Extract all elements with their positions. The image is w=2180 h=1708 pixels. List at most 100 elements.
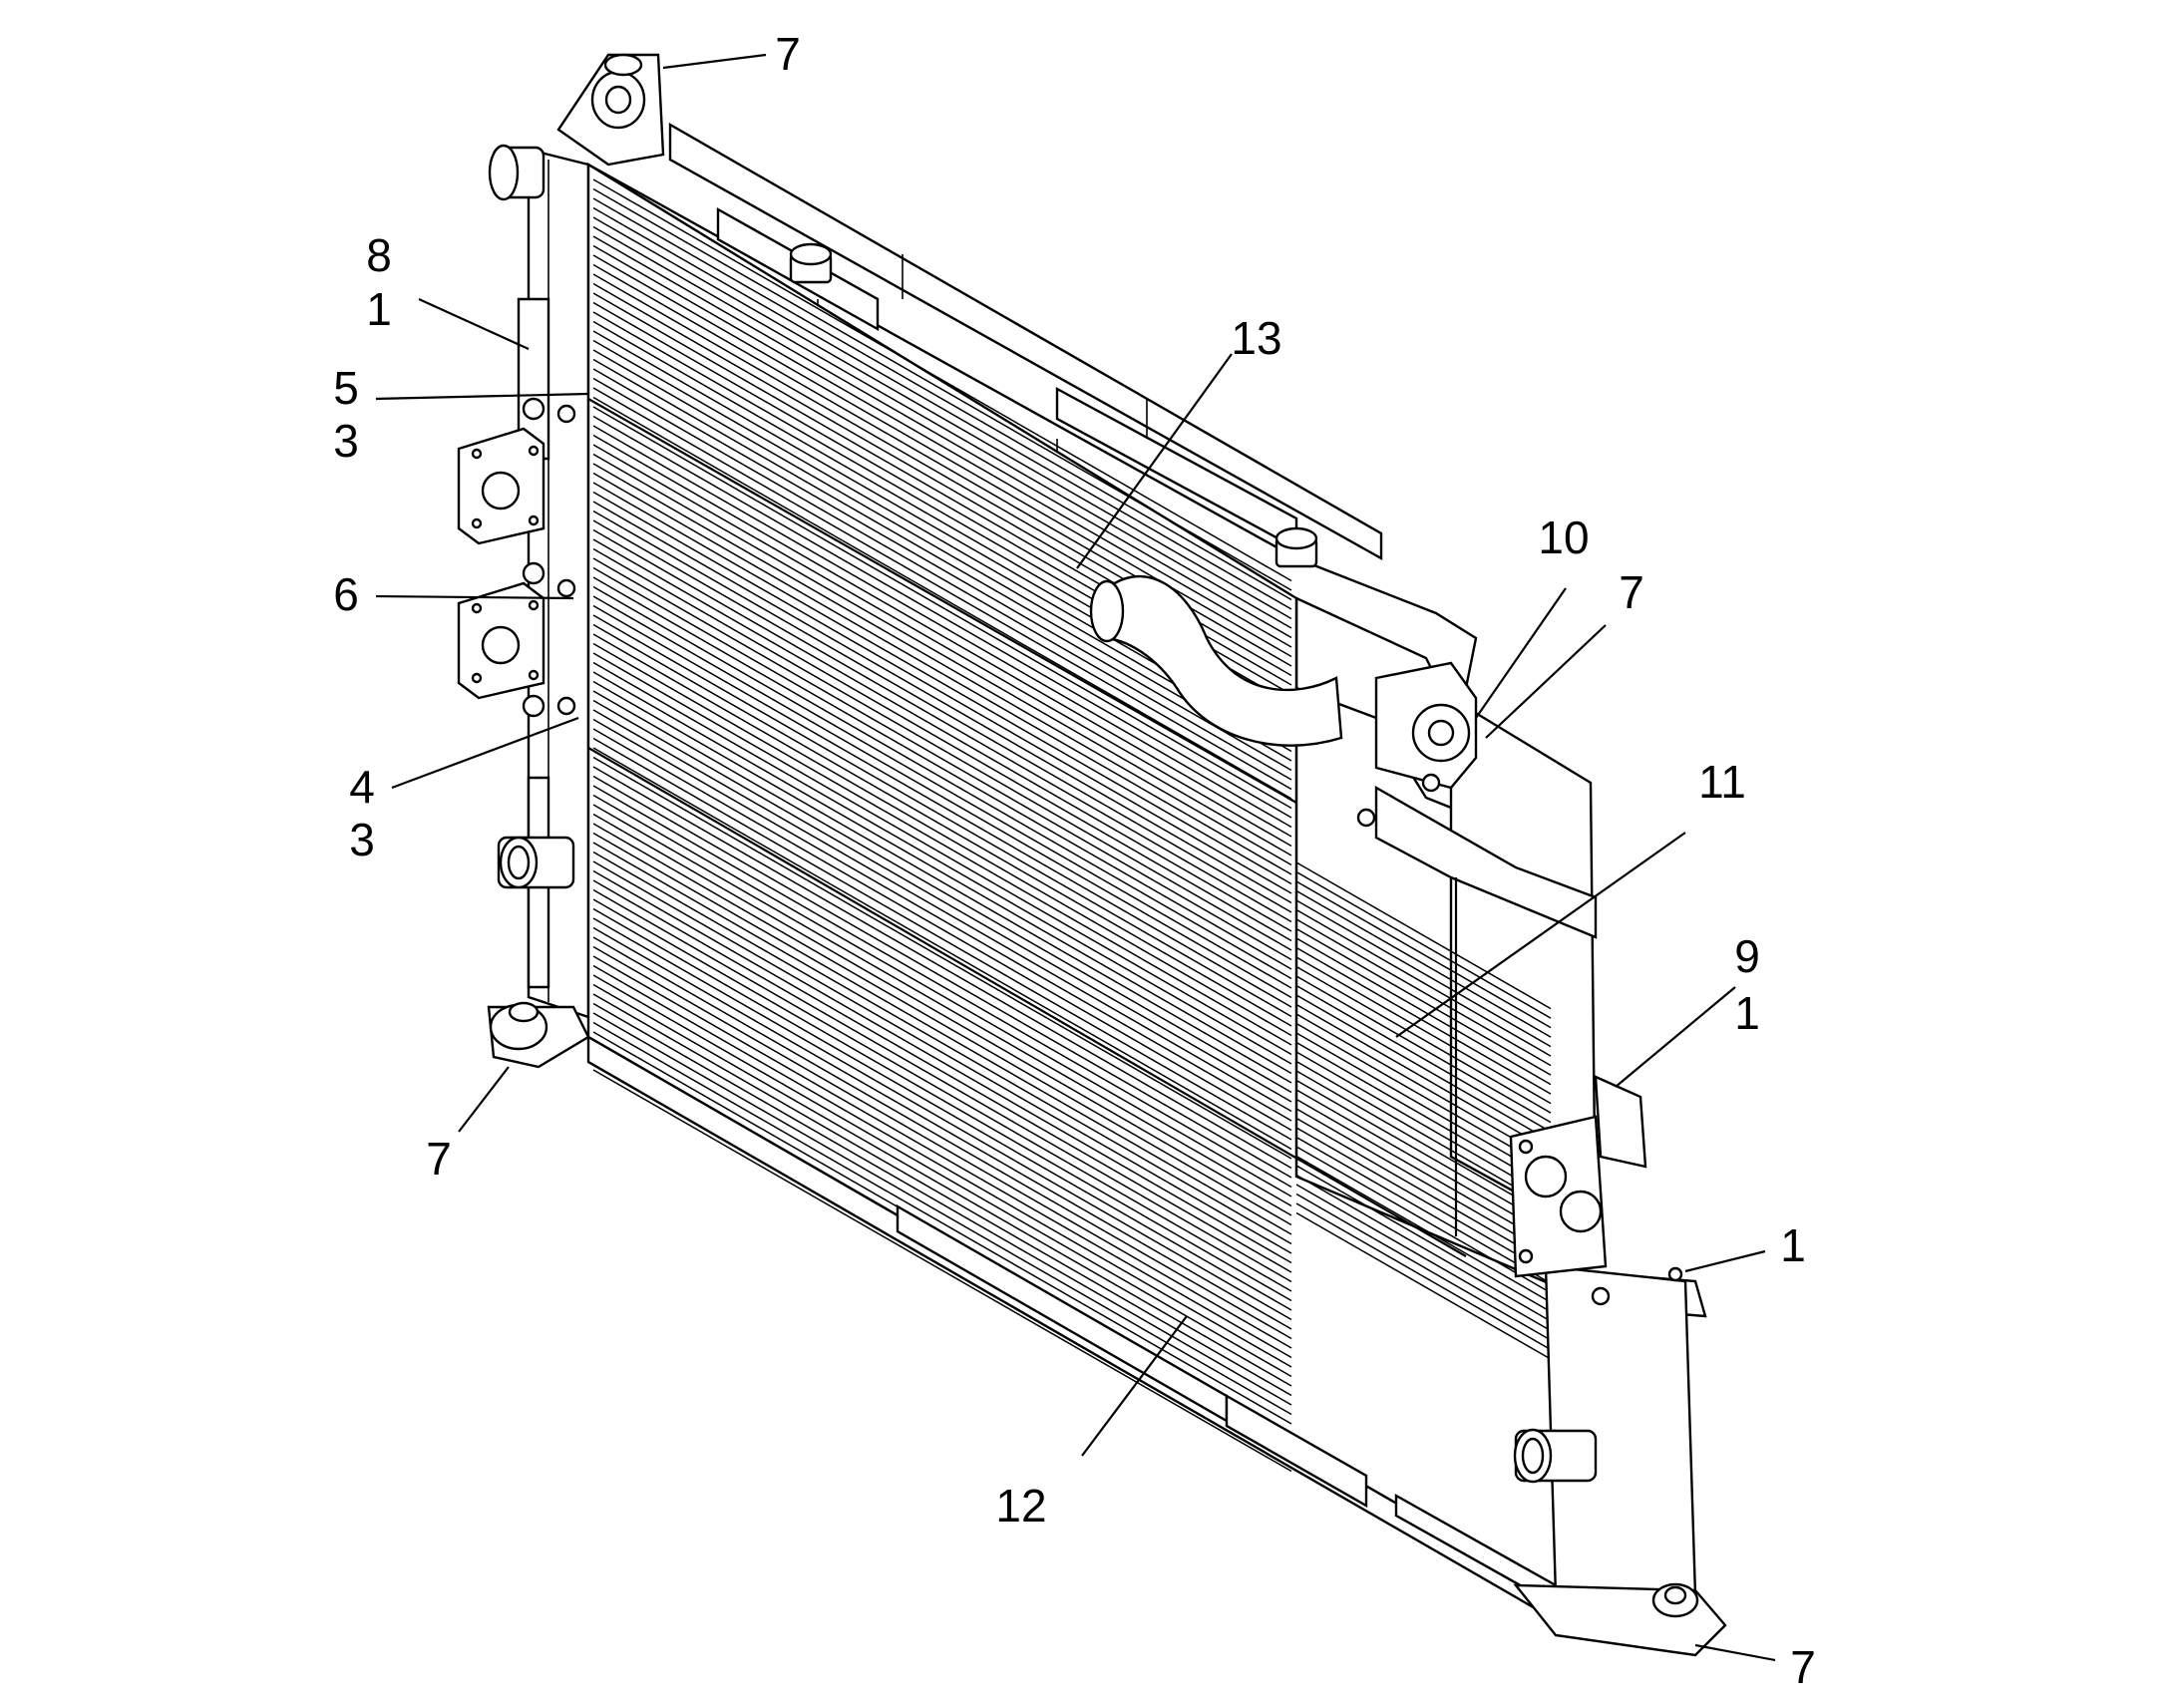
fin-line	[592, 680, 1292, 1084]
fin-line	[592, 244, 1292, 648]
fin-line	[592, 766, 1292, 1170]
callout-6: 6	[333, 568, 359, 620]
fin-line	[592, 368, 1292, 772]
right-upper-mount	[1356, 661, 1478, 828]
fin-line	[592, 434, 1292, 838]
fin-line	[1295, 1022, 1552, 1171]
fin-line	[1295, 1032, 1552, 1181]
fin-line	[1295, 1174, 1552, 1322]
fin-line	[592, 187, 1292, 591]
fin-line	[1295, 1211, 1552, 1360]
fin-line	[592, 1012, 1292, 1416]
fin-line	[1295, 1079, 1552, 1227]
callout-labels: 7 8 1 5 3 13 6 10 7 4 3 11 9 1 7 1 12 7	[333, 28, 1816, 1693]
fin-line	[1295, 946, 1552, 1095]
callout-1-left: 1	[366, 283, 392, 335]
fin-line	[592, 595, 1292, 999]
fin-line	[592, 566, 1292, 970]
fin-line	[592, 1002, 1292, 1406]
fin-line	[1295, 1051, 1552, 1199]
fin-line	[592, 823, 1292, 1226]
fin-line	[592, 623, 1292, 1027]
fin-line	[592, 898, 1292, 1302]
callout-3-lower: 3	[349, 814, 375, 865]
callout-9: 9	[1734, 930, 1760, 982]
callout-3-upper: 3	[333, 415, 359, 467]
fin-line	[1295, 1003, 1552, 1152]
fin-line	[592, 482, 1292, 885]
fin-line	[592, 747, 1292, 1151]
fin-line	[1295, 918, 1552, 1067]
fin-line	[1295, 1193, 1552, 1341]
fin-line	[1295, 994, 1552, 1143]
fin-line	[592, 633, 1292, 1037]
fin-line	[592, 869, 1292, 1273]
right-lower-header	[1513, 1264, 1727, 1657]
fin-line	[1295, 1146, 1552, 1294]
fin-line	[592, 197, 1292, 601]
fin-line	[592, 510, 1292, 913]
fin-line	[592, 709, 1292, 1113]
fin-line	[1295, 1184, 1552, 1332]
left-bracket-upper	[457, 397, 576, 545]
fin-line	[592, 652, 1292, 1056]
fin-line	[592, 547, 1292, 951]
fin-line	[1295, 908, 1552, 1057]
fin-line	[1295, 1089, 1552, 1237]
fin-line	[1295, 1013, 1552, 1162]
fin-line	[592, 178, 1292, 582]
callout-7-right: 7	[1619, 566, 1644, 618]
fin-line	[592, 690, 1292, 1094]
fin-line	[592, 528, 1292, 932]
left-top-inlet-pipe	[488, 144, 545, 201]
left-bracket-lower	[457, 561, 576, 718]
fin-line	[592, 804, 1292, 1207]
fin-line	[592, 851, 1292, 1254]
fin-line	[1295, 984, 1552, 1133]
fin-line	[1295, 1070, 1552, 1218]
fin-line	[1295, 927, 1552, 1076]
fin-line	[592, 585, 1292, 989]
fin-line	[592, 926, 1292, 1330]
fin-line	[1295, 1155, 1552, 1303]
fin-line	[592, 1069, 1292, 1473]
fin-line	[592, 491, 1292, 894]
fin-line	[1295, 861, 1552, 1010]
fin-line	[592, 472, 1292, 875]
fin-line	[1295, 1165, 1552, 1313]
bottom-left-mount	[487, 1001, 590, 1069]
fin-line	[592, 216, 1292, 620]
callout-5: 5	[333, 362, 359, 414]
fin-line	[592, 557, 1292, 961]
fin-line	[592, 983, 1292, 1387]
fin-line	[1295, 1108, 1552, 1256]
fin-line	[592, 387, 1292, 791]
fin-line	[592, 206, 1292, 610]
fin-line	[592, 661, 1292, 1065]
fin-line	[1295, 1202, 1552, 1351]
rear-tank-top	[586, 122, 1478, 690]
fin-line	[592, 728, 1292, 1132]
fin-line	[592, 964, 1292, 1368]
fin-line	[1295, 965, 1552, 1114]
fin-line	[1295, 880, 1552, 1029]
callout-7-bottom: 7	[1790, 1641, 1816, 1693]
callout-13: 13	[1231, 312, 1281, 364]
top-left-mount	[556, 53, 665, 167]
fin-line	[1295, 937, 1552, 1086]
callout-8: 8	[366, 229, 392, 281]
fin-line	[592, 888, 1292, 1292]
fin-line	[592, 879, 1292, 1283]
fin-line	[592, 699, 1292, 1103]
fin-line	[592, 917, 1292, 1321]
fin-line	[592, 501, 1292, 904]
fin-line	[592, 604, 1292, 1008]
callout-7-left: 7	[426, 1133, 452, 1185]
fin-line	[1295, 1098, 1552, 1246]
fin-line	[592, 463, 1292, 866]
fin-line	[1295, 1060, 1552, 1208]
fin-line	[592, 775, 1292, 1179]
fin-line	[592, 832, 1292, 1235]
